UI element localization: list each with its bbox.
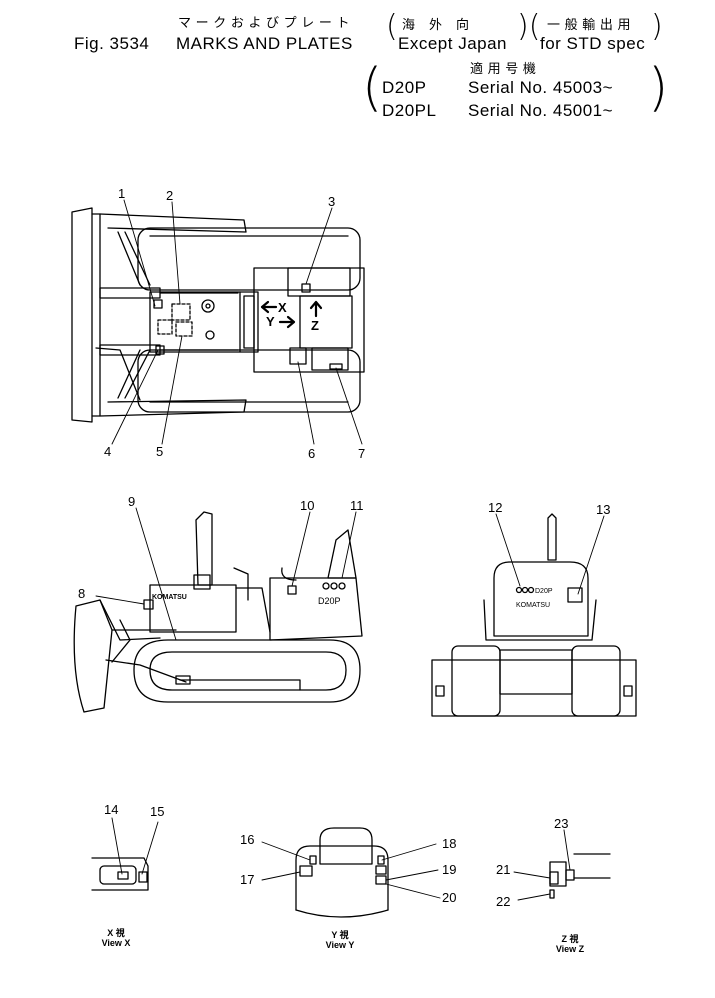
callout-23: 23 — [554, 816, 569, 831]
destination-jp-1: 海 外 向 — [402, 17, 470, 32]
callout-11: 11 — [350, 498, 364, 513]
callout-21: 21 — [496, 862, 511, 877]
model-1: D20P — [382, 78, 427, 97]
view-y-label-en: View Y — [325, 940, 355, 950]
callout-17: 17 — [240, 872, 255, 887]
mark-y-letter: Y — [266, 314, 275, 329]
callout-5: 5 — [156, 444, 164, 459]
callout-3: 3 — [328, 194, 336, 209]
side-model-text: D20P — [318, 596, 341, 606]
callout-7: 7 — [358, 446, 366, 461]
callout-18: 18 — [442, 836, 457, 851]
view-y-label-jp: Y 視 — [331, 930, 349, 940]
view-x-label: X 視 View X — [96, 928, 136, 948]
view-x-detail — [91, 857, 149, 891]
callout-9: 9 — [128, 494, 136, 509]
view-y-detail — [295, 827, 389, 918]
mark-x-letter: X — [278, 300, 287, 315]
callout-15: 15 — [150, 804, 165, 819]
side-view-bulldozer — [73, 511, 363, 713]
view-z-label-jp: Z 視 — [561, 934, 579, 944]
view-z-detail — [549, 853, 611, 899]
model-2: D20PL — [382, 101, 437, 120]
mark-z-letter: Z — [311, 318, 319, 333]
rear-model-text: D20P — [535, 588, 553, 595]
callout-20: 20 — [442, 890, 457, 905]
view-z-label: Z 視 View Z — [548, 934, 592, 954]
callout-19: 19 — [442, 862, 457, 877]
callout-6: 6 — [308, 446, 316, 461]
view-z-label-en: View Z — [555, 944, 585, 954]
top-view-bulldozer — [71, 207, 365, 423]
view-x-label-jp: X 視 — [107, 928, 125, 938]
callout-12: 12 — [488, 500, 503, 515]
callout-16: 16 — [240, 832, 255, 847]
callout-10: 10 — [300, 498, 315, 513]
paren-close: )( — [517, 9, 541, 44]
rear-view-bulldozer — [431, 513, 637, 717]
side-brand-text: KOMATSU — [152, 594, 187, 601]
leader-lines — [95, 199, 605, 901]
callout-14: 14 — [104, 802, 119, 817]
serial-1: Serial No. 45003~ — [468, 78, 614, 97]
figure-number: Fig. 3534 — [74, 34, 150, 53]
paren-open: ( — [386, 9, 398, 44]
applicable-serial-jp: 適 用 号 機 — [470, 61, 537, 76]
destination-jp-2: 一 般 輸 出 用 — [547, 17, 631, 32]
figure-title: MARKS AND PLATES — [176, 34, 353, 53]
serial-2: Serial No. 45001~ — [468, 101, 614, 120]
callout-8: 8 — [78, 586, 86, 601]
rear-brand-text: KOMATSU — [516, 602, 550, 609]
callout-2: 2 — [166, 188, 174, 203]
destination-en-2: for STD spec — [540, 34, 646, 53]
view-x-label-en: View X — [101, 938, 131, 948]
callout-13: 13 — [596, 502, 611, 517]
callout-22: 22 — [496, 894, 511, 909]
callout-4: 4 — [104, 444, 112, 459]
title-japanese: マ ー ク お よ び プ レ ー ト — [178, 15, 351, 30]
callout-1: 1 — [118, 186, 126, 201]
destination-en-1: Except Japan — [398, 34, 508, 53]
paren-close-2: ) — [651, 9, 663, 44]
view-y-label: Y 視 View Y — [318, 930, 362, 950]
paren-open-models: ( — [362, 58, 383, 118]
paren-close-models: ) — [648, 58, 669, 118]
